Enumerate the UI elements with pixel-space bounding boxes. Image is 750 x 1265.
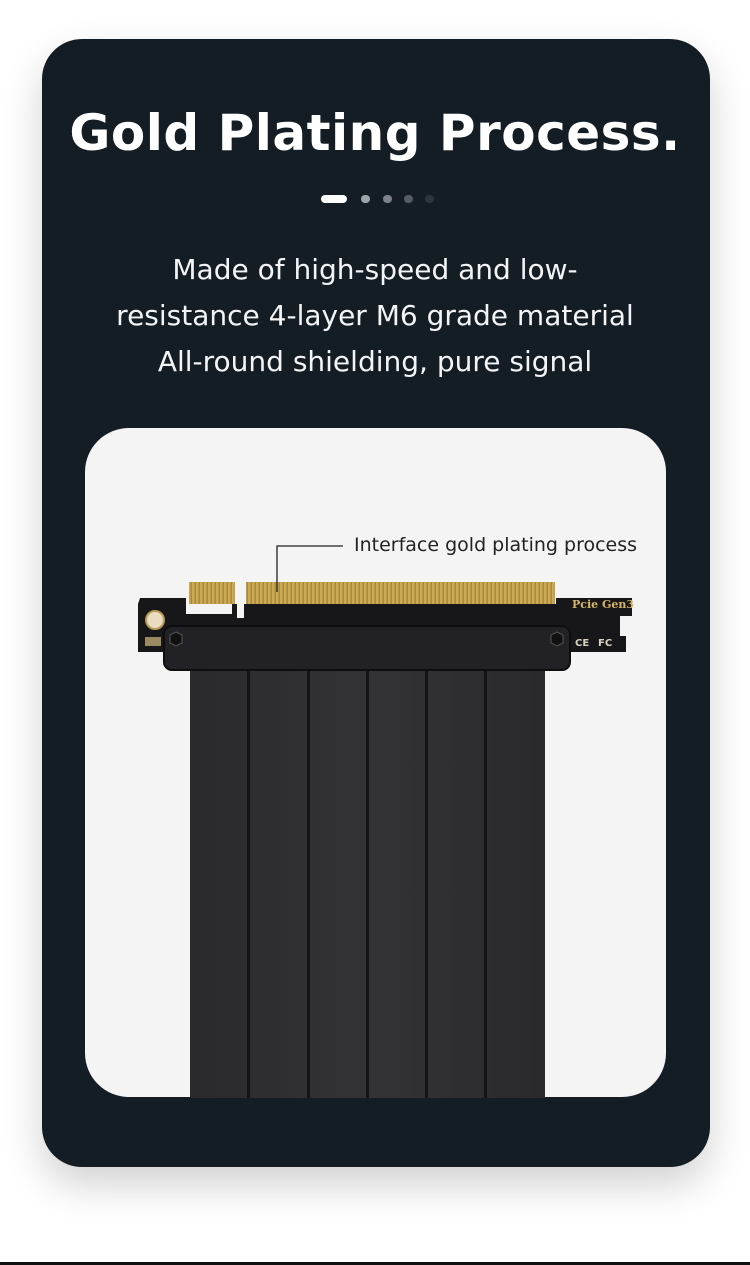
carousel-dot-2[interactable] bbox=[361, 195, 370, 203]
gold-fingers-long bbox=[246, 582, 555, 604]
connector-housing bbox=[163, 625, 571, 671]
board-label: Pcie Gen3 bbox=[572, 598, 634, 611]
carousel-dot-1[interactable] bbox=[321, 195, 347, 203]
description-line-2: resistance 4-layer M6 grade material bbox=[116, 299, 634, 332]
carousel-dot-3[interactable] bbox=[383, 195, 392, 203]
gold-fingers-short bbox=[189, 582, 235, 604]
description-line-1: Made of high-speed and low- bbox=[172, 253, 578, 286]
carousel-dot-4[interactable] bbox=[404, 195, 413, 203]
fc-mark: FC bbox=[598, 638, 612, 649]
ribbon-cable bbox=[190, 668, 545, 1098]
screw-right-icon bbox=[550, 631, 564, 647]
carousel-indicator bbox=[0, 195, 750, 203]
feature-description: Made of high-speed and low- resistance 4… bbox=[0, 247, 750, 385]
carousel-dot-5[interactable] bbox=[425, 195, 434, 203]
callout-leader-line bbox=[276, 545, 343, 592]
mounting-hole bbox=[145, 610, 165, 630]
page-title: Gold Plating Process. bbox=[69, 104, 681, 162]
bottom-divider bbox=[0, 1262, 750, 1265]
brand-logo-icon bbox=[145, 637, 161, 646]
description-line-3: All-round shielding, pure signal bbox=[157, 345, 593, 378]
ce-mark: CE bbox=[575, 638, 589, 649]
screw-left-icon bbox=[169, 631, 183, 647]
callout-label: Interface gold plating process bbox=[354, 534, 638, 556]
